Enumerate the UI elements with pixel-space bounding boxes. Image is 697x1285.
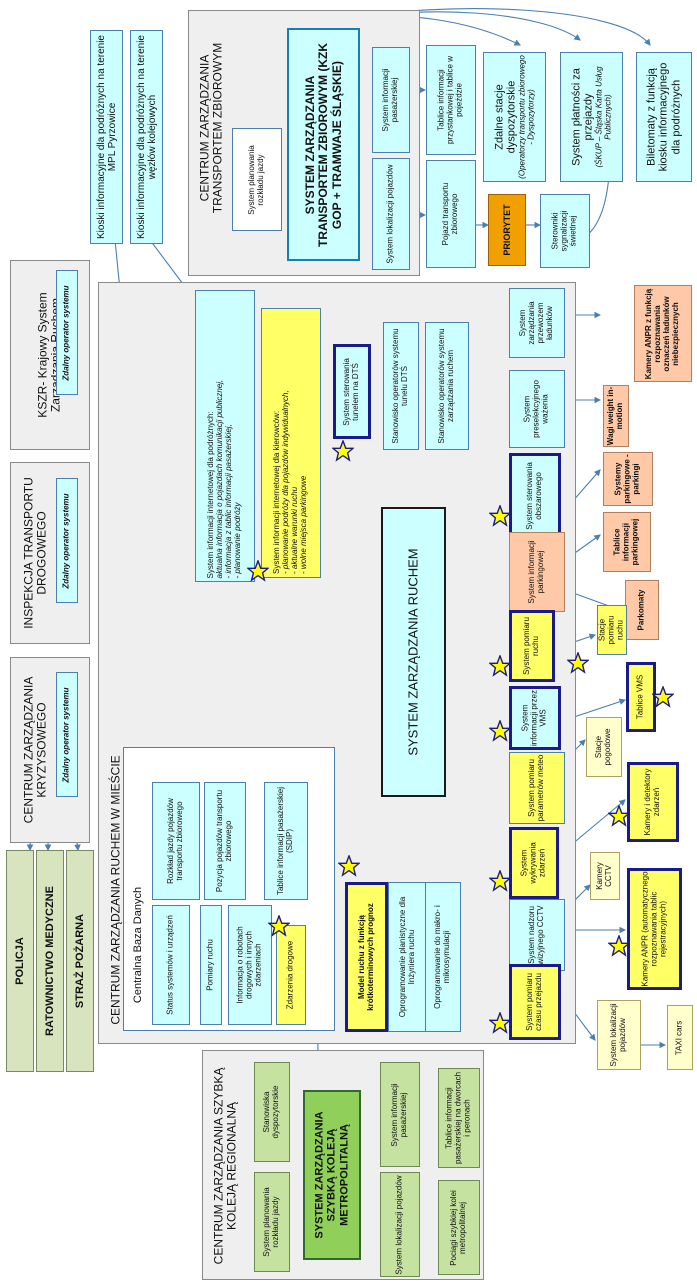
payment-system-box: System płatności za przejazdy(ŚKUP – Ślą…	[560, 52, 623, 182]
central-db-title: Centralna Baza Danych	[131, 886, 144, 1004]
simulation-software-box: Oprogramowanie do makro- i mikrosymulacj…	[425, 882, 461, 1032]
driver-info-items: - planowanie podróży dla pojazdów indywi…	[281, 390, 308, 574]
rail-dispatch-box: Stanowiska dyspozytorskie	[254, 1062, 290, 1162]
star-icon	[268, 915, 290, 937]
star-icon	[332, 440, 354, 462]
star-icon	[608, 805, 630, 827]
star-icon	[489, 505, 511, 527]
star-icon	[608, 935, 630, 957]
traffic-measurement-box: System pomiaru ruchu	[509, 610, 555, 682]
db-vehicle-pos: Pozycja pojazdów transportu zbiorowego	[204, 782, 246, 900]
travel-time-box: System pomiaru czasu przejazdu	[509, 964, 561, 1040]
meteo-box: System pomiaru parametrów meteo	[509, 752, 565, 824]
tunnel-control-box: System sterowania tunelem na DTŚ	[333, 344, 371, 439]
parking-info-box: System informacji parkingowej	[509, 532, 565, 612]
db-status: Status systemów i urządzeń	[152, 905, 190, 1025]
star-icon	[247, 560, 269, 582]
kszr-panel: KSZR- Krajowy System Zarządzania Ruchem	[10, 260, 90, 450]
kiosk-airport-box: Kioski informacyjne dla podróżnych na te…	[90, 30, 123, 244]
scales-box: Wagi weight in-motion	[603, 385, 629, 447]
priority-box: PRIORYTET	[488, 194, 526, 266]
traffic-model-box: Model ruchu z funkcją krótkoterminowych …	[345, 882, 388, 1032]
rail-center-title: CENTRUM ZARZĄDZANIA SZYBKĄ KOLEJĄ REGION…	[211, 1067, 239, 1264]
ticket-machines-box: Biletomaty z funkcją kiosku informacyjne…	[636, 52, 692, 182]
star-icon	[567, 652, 589, 674]
pt-stop-tables: Tablice informacji przystankowej i tabli…	[426, 45, 476, 155]
tunnel-operator-box: Stanowisko operatorów systemu tunelu DTŚ	[383, 322, 419, 450]
kszr-operator: Zdalny operator systemu	[56, 270, 78, 395]
rail-main-system: SYSTEM ZARZĄDZANIA SZYBKĄ KOLEJĄ METROPO…	[303, 1090, 361, 1260]
police-box: POLICJA	[6, 850, 34, 1072]
fire-box: STRAŻ POŻARNA	[66, 850, 94, 1072]
rail-station-tables: Tablice informacji pasażerskiej na dworc…	[438, 1068, 480, 1168]
freight-box: System zarządzania przewozem ładunków	[509, 288, 565, 358]
rail-trains: Pociągi szybkiej kolei metropolitalnej	[438, 1180, 480, 1275]
planning-software-box: Oprogramowanie planistyczne dla Inżynier…	[388, 882, 428, 1032]
star-icon	[489, 655, 511, 677]
rail-passenger-info: System informacji pasażerskiej	[380, 1062, 420, 1167]
star-icon	[489, 720, 511, 742]
driver-info-box: System informacji internetowej dla kiero…	[261, 308, 321, 578]
vms-tables-box: Tablice VMS	[626, 662, 656, 732]
traveler-info-items: aktualna informacja o pojazdach komunika…	[215, 379, 242, 579]
db-schedule: Rozkład jazdy pojazdów transportu zbioro…	[152, 782, 200, 900]
inspection-operator: Zdalny operator systemu	[56, 478, 78, 603]
crisis-panel: CENTRUM ZARZĄDZANIA KRYZYSOWEGO	[10, 657, 90, 843]
inspection-panel: INSPEKCJA TRANSPORTU DROGOWEGO	[10, 462, 90, 644]
cctv-system-box: System nadzoru wizyjnego CCTV	[509, 899, 565, 971]
area-control-box: System sterowania obszarowego	[509, 453, 561, 538]
dispatch-stations-box: Zdalne stacje dyspozytorskie(Operatorzy …	[483, 52, 546, 182]
star-icon	[489, 1012, 511, 1034]
pt-localization: System lokalizacji pojazdów	[372, 158, 410, 270]
parking-tables-box: Tablice informacji parkingowej	[603, 512, 651, 572]
rail-localization: System lokalizacji pojazdów	[380, 1172, 420, 1277]
preselection-box: System preselekcyjnego ważenia	[509, 370, 565, 448]
traffic-operator-box: Stanowisko operatorów systemu zarządzani…	[425, 322, 469, 450]
star-icon	[652, 686, 674, 708]
taxi-box: TAXI cars	[667, 1005, 693, 1070]
anpr-hazard-box: Kamery ANPR z funkcją rozpoznawania ozna…	[634, 285, 692, 382]
pt-planning-box: System planowania rozkładu jazdy	[232, 128, 282, 231]
traffic-main-system: SYSTEM ZARZĄDZANIA RUCHEM	[381, 507, 446, 797]
db-traffic-meas: Pomiary ruchu	[200, 905, 222, 1025]
parking-meters-box: Parkomaty	[625, 580, 659, 640]
cctv-cameras-box: Kamery CCTV	[590, 852, 620, 900]
kiosk-rail-box: Kioski informacyjne dla podróżnych na te…	[130, 30, 163, 244]
star-icon	[338, 855, 360, 877]
detector-cameras-box: Kamery i detektory zdarzeń	[627, 762, 679, 842]
incident-detection-box: System wykrywania zdarzeń	[509, 827, 559, 899]
pt-vehicle: Pojazd transportu zbiorowego	[426, 160, 476, 268]
public-transport-center-title: CENTRUM ZARZĄDZANIA TRANSPORTEM ZBIOROWY…	[197, 42, 225, 214]
star-icon	[489, 870, 511, 892]
db-info-tables: Tablice informacji pasażerskiej (SDIP)	[264, 782, 308, 900]
db-roadworks: Informacja o robotach drogowych i innych…	[228, 905, 272, 1025]
crisis-operator: Zdalny operator systemu	[56, 672, 78, 797]
pt-main-system: SYSTEM ZARZĄDZANIA TRANSPORTEM ZBIOROWYM…	[287, 28, 360, 261]
pt-passenger-info: System informacji pasażerskiej	[372, 47, 410, 153]
rail-planning-box: System planowania rozkładu jazdy	[254, 1172, 290, 1272]
parking-systems-box: Systemy parkingowe - parkingi	[603, 452, 653, 506]
traveler-info-box: System informacji internetowej dla podró…	[195, 290, 255, 582]
measure-stations-box: Stacje pomiaru ruchu	[597, 605, 627, 655]
vms-system-box: System informacji przez VMS	[509, 686, 561, 750]
db-road-events: Zdarzenia drogowe	[276, 925, 306, 1025]
weather-stations-box: Stacje pogodowe	[586, 717, 622, 777]
signal-controllers-box: Sterowniki sygnalizacji świetlnej	[540, 194, 590, 268]
anpr-plates-box: Kamery ANPR (automatycznego rozpoznawani…	[627, 868, 682, 990]
ambulance-box: RATOWNICTWO MEDYCZNE	[36, 850, 64, 1072]
vehicle-loc-box: System lokalizacji pojazdów	[597, 1000, 641, 1070]
